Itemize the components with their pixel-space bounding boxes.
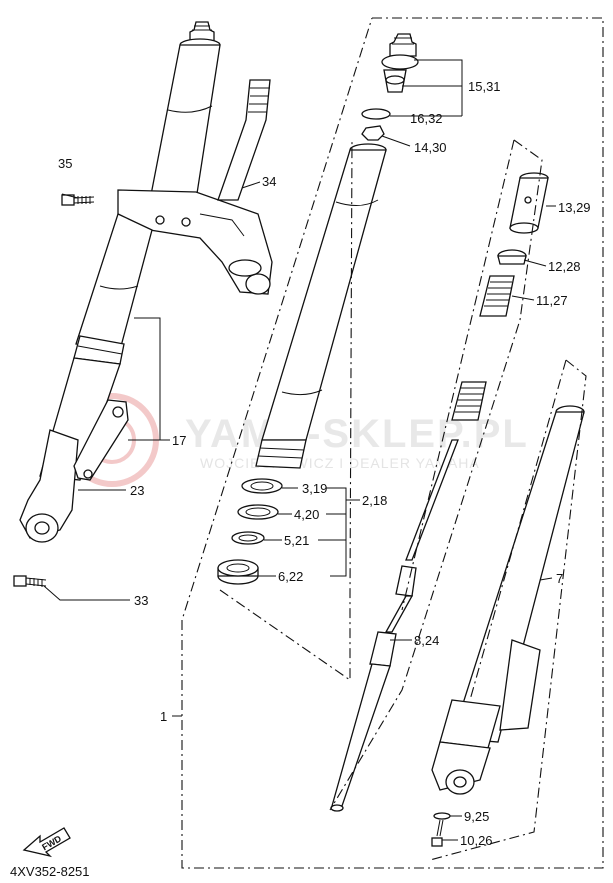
label-10-26: 10,26 [460,833,493,848]
fork-spring-drawing [451,275,515,421]
label-12-28: 12,28 [548,259,581,274]
clip-5-21-drawing [231,531,265,545]
bolt-33-drawing [13,575,47,587]
damper-group [330,172,585,847]
label-16-32: 16,32 [410,111,443,126]
leader-lines [43,59,556,841]
label-11-27: 11,27 [536,293,568,308]
oil-seal-6-22-drawing [217,559,259,585]
damper-subgroup-outline [329,139,543,811]
label-23: 23 [130,483,144,498]
label-14-30: 14,30 [414,140,447,155]
diagram-code: 4XV352-8251 [10,864,90,879]
outer-tube-subgroup-outline [429,359,587,861]
label-7: 7 [556,571,563,586]
inner-tube-group [217,33,419,585]
damper-rod-drawing [330,439,459,812]
label-17: 17 [172,433,186,448]
cap-bolt-drawing [381,33,419,93]
outer-tube-drawing [431,405,585,795]
label-34: 34 [262,174,276,189]
fwd-arrow-icon: FWD [22,827,71,858]
label-13-29: 13,29 [558,200,591,215]
label-9-25: 9,25 [464,809,489,824]
label-2-18: 2,18 [362,493,387,508]
label-5-21: 5,21 [284,533,309,548]
label-15-31: 15,31 [468,79,501,94]
label-33: 33 [134,593,148,608]
label-6-22: 6,22 [278,569,303,584]
label-3-19: 3,19 [302,481,327,496]
washer-4-20-drawing [237,504,279,520]
label-8-24: 8,24 [414,633,439,648]
washer-3-19-drawing [241,478,283,494]
assembled-fork-leg [13,21,273,587]
inner-tube-subgroup-outline [219,139,353,682]
label-4-20: 4,20 [294,507,319,522]
o-ring-drawing [361,108,391,120]
watermark-sub-text: WOJCIECHOWICZ I DEALER YAMAHA [200,455,480,471]
label-35: 35 [58,156,72,171]
spring-seat-drawing [497,249,527,265]
spacer-drawing [509,172,549,234]
label-1: 1 [160,709,167,724]
part-labels: 15,31 16,32 14,30 13,29 12,28 11,27 35 3… [58,79,591,848]
bolt-10-26-drawing [431,819,444,847]
assembly-boundary [181,17,604,869]
bolt-35-drawing [61,194,95,206]
nut-drawing [361,125,385,141]
gasket-drawing [433,812,451,820]
